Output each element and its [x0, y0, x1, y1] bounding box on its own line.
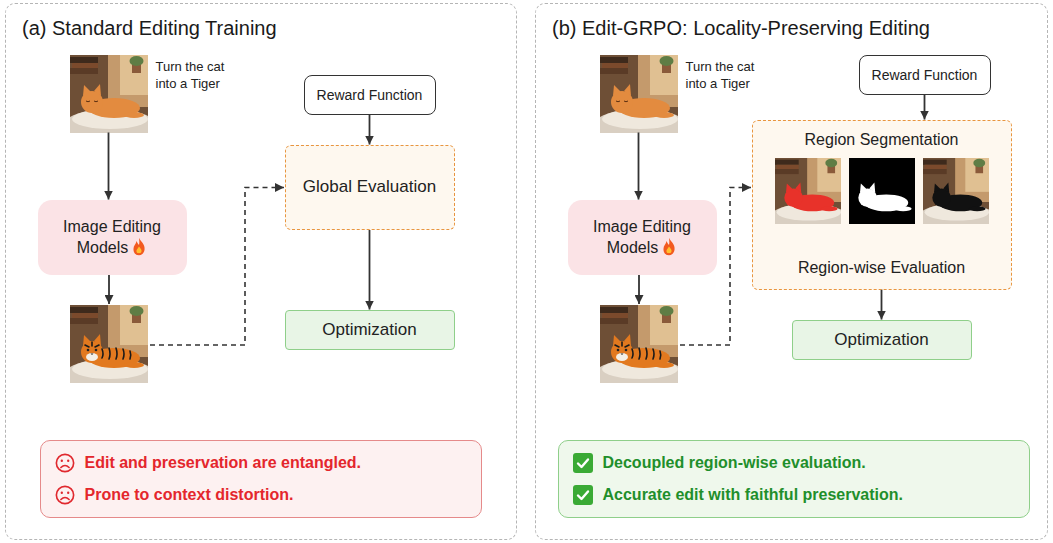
- text-row: Image Editing Models: [52, 217, 173, 258]
- model-box: Image Editing Models: [568, 200, 717, 275]
- text-row: Reward Function: [872, 67, 978, 83]
- text-row: Image Editing Models: [582, 217, 703, 258]
- segmentation-mask: [849, 158, 915, 224]
- node-label: Optimization: [322, 320, 416, 339]
- input-photo: [594, 55, 686, 141]
- flow-arrow: [108, 133, 110, 200]
- drawback-box: Edit and preservation are entangled. Pron…: [40, 440, 482, 518]
- reward-box: Reward Function: [859, 55, 991, 95]
- text-row: Reward Function: [317, 87, 423, 103]
- text-row: Edit and preservation are entangled.: [55, 453, 362, 473]
- flow-arrow: [108, 275, 110, 304]
- node-label: Turn the cat into a Tiger: [686, 59, 755, 91]
- node-label: Prone to context distortion.: [85, 486, 294, 504]
- model-box: Image Editing Models: [38, 200, 187, 275]
- text-row: Global Evaluation: [303, 177, 436, 197]
- node-label: Accurate edit with faithful preservation…: [603, 486, 904, 504]
- sad-icon: [55, 453, 75, 473]
- reward-box: Reward Function: [304, 75, 436, 115]
- flame-icon: [131, 237, 147, 256]
- text-row: (b) Edit-GRPO: Locality-Preserving Editi…: [552, 17, 1031, 40]
- text-row: Accurate edit with faithful preservation…: [573, 485, 904, 505]
- input-image: Turn the cat into a Tiger: [70, 55, 148, 133]
- panel: Turn the cat into a TigerImage Editing M…: [535, 3, 1048, 540]
- node-label: Global Evaluation: [303, 177, 436, 196]
- text-row: Region Segmentation: [753, 131, 1011, 149]
- text-row: Turn the cat into a Tiger: [686, 58, 778, 92]
- node-label: Turn the cat into a Tiger: [156, 59, 225, 91]
- flow-arrow: [369, 115, 371, 145]
- evaluation-box: Global Evaluation: [285, 145, 455, 230]
- flow-arrow: [881, 290, 883, 320]
- check-icon: [573, 453, 593, 473]
- text-row: Turn the cat into a Tiger: [156, 58, 248, 92]
- node-label: Image Editing Models: [63, 218, 161, 256]
- panel: Turn the cat into a TigerImage Editing M…: [5, 3, 517, 540]
- optimization-box: Optimization: [792, 320, 972, 360]
- benefit-box: Decoupled region-wise evaluation. Accurat…: [558, 440, 1030, 518]
- node-label: Reward Function: [317, 87, 423, 103]
- flame-icon: [661, 237, 677, 256]
- sad-icon: [55, 485, 75, 505]
- input-image: Turn the cat into a Tiger: [600, 55, 678, 133]
- node-label: Image Editing Models: [593, 218, 691, 256]
- preserved-region: [918, 158, 996, 231]
- node-label: Optimization: [834, 330, 928, 349]
- flow-arrow: [369, 230, 371, 310]
- evaluation-box: Region SegmentationRegion-wise Evaluatio…: [752, 120, 1012, 290]
- text-row: (a) Standard Editing Training: [22, 17, 500, 40]
- text-row: Region-wise Evaluation: [753, 259, 1011, 277]
- text-row: Optimization: [834, 330, 928, 350]
- node-label: Reward Function: [872, 67, 978, 83]
- text-row: Decoupled region-wise evaluation.: [573, 453, 866, 473]
- check-icon: [573, 485, 593, 505]
- edit-region-overlay: [770, 158, 848, 231]
- output-photo: [64, 305, 156, 391]
- node-label: Region-wise Evaluation: [798, 259, 965, 276]
- node-label: Edit and preservation are entangled.: [85, 454, 362, 472]
- flow-arrow: [638, 133, 640, 200]
- text-row: Optimization: [322, 320, 416, 340]
- text-row: Prone to context distortion.: [55, 485, 294, 505]
- node-label: (a) Standard Editing Training: [22, 17, 277, 39]
- region-box-fill: [752, 120, 1012, 290]
- node-label: Region Segmentation: [805, 131, 959, 148]
- flow-arrow: [924, 95, 926, 120]
- flow-arrow: [638, 275, 640, 304]
- input-photo: [64, 55, 156, 141]
- optimization-box: Optimization: [285, 310, 455, 350]
- node-label: (b) Edit-GRPO: Locality-Preserving Editi…: [552, 17, 930, 39]
- node-label: Decoupled region-wise evaluation.: [603, 454, 866, 472]
- output-photo: [594, 305, 686, 391]
